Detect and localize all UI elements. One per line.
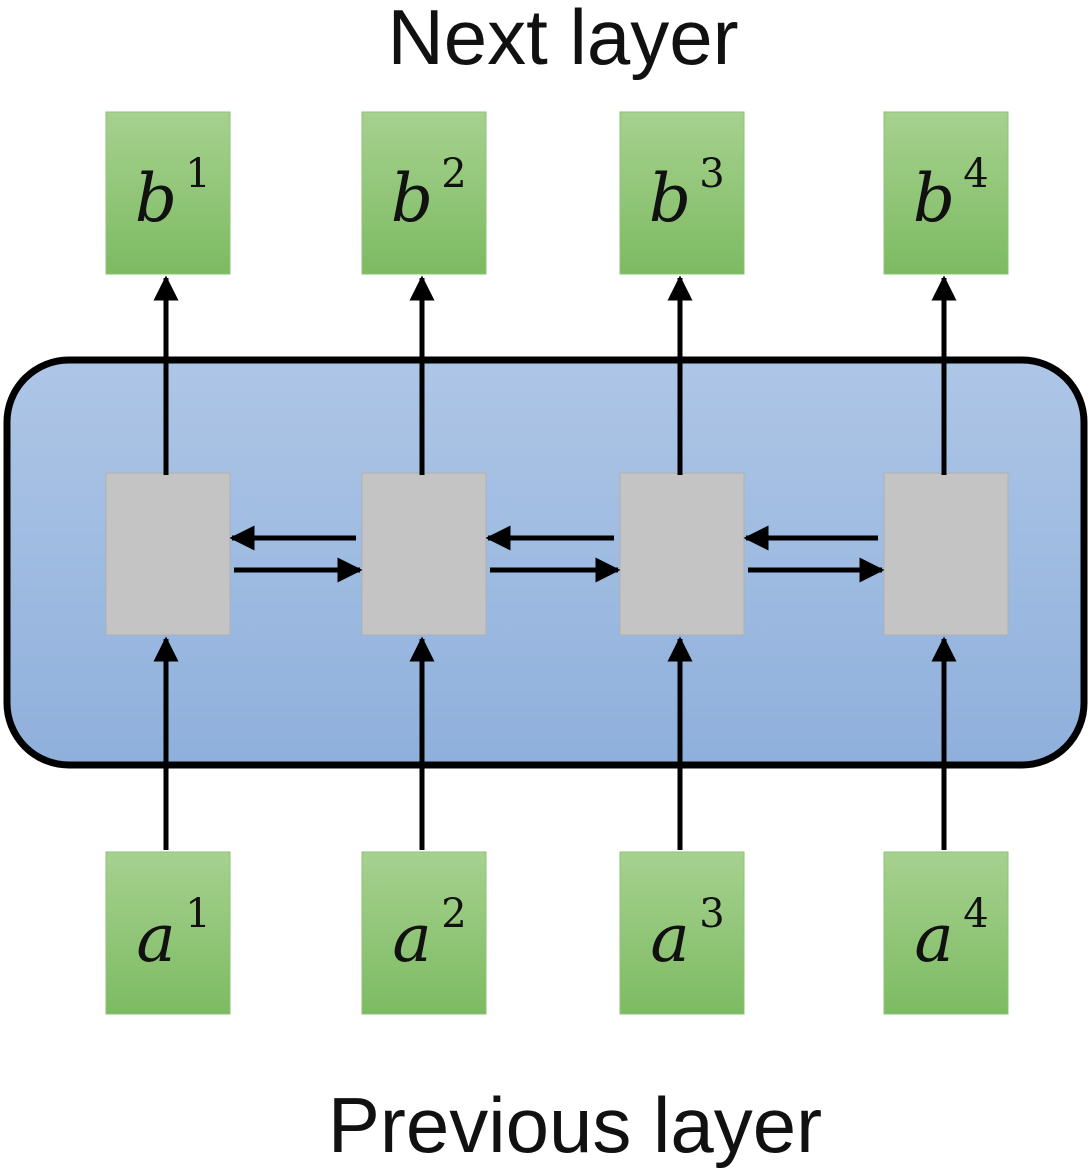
input-box-3 bbox=[619, 851, 745, 1015]
input-label-4: a bbox=[914, 900, 953, 977]
input-superscript-2: 2 bbox=[441, 891, 466, 937]
input-label-1: a bbox=[136, 900, 175, 977]
output-box-2 bbox=[361, 111, 487, 275]
input-label-3: a bbox=[650, 900, 689, 977]
output-label-2: b bbox=[391, 160, 433, 237]
input-superscript-1: 1 bbox=[185, 891, 210, 937]
output-superscript-1: 1 bbox=[185, 151, 210, 197]
hidden-cell-4 bbox=[883, 472, 1009, 636]
arrows bbox=[153, 275, 957, 850]
next-layer-label: Next layer bbox=[387, 0, 738, 81]
output-superscript-2: 2 bbox=[441, 151, 466, 197]
input-superscript-4: 4 bbox=[963, 891, 988, 937]
output-box-1 bbox=[105, 111, 231, 275]
layer-container bbox=[3, 356, 1088, 769]
output-label-4: b bbox=[913, 160, 955, 237]
output-label-3: b bbox=[649, 160, 691, 237]
output-superscript-4: 4 bbox=[963, 151, 988, 197]
hidden-cell-3 bbox=[619, 472, 745, 636]
input-box-1 bbox=[105, 851, 231, 1015]
output-label-1: b bbox=[135, 160, 177, 237]
input-label-2: a bbox=[392, 900, 431, 977]
input-superscript-3: 3 bbox=[699, 891, 724, 937]
input-box-2 bbox=[361, 851, 487, 1015]
hidden-cell-1 bbox=[105, 472, 231, 636]
hidden-cell-2 bbox=[361, 472, 487, 636]
output-box-3 bbox=[619, 111, 745, 275]
input-box-4 bbox=[883, 851, 1009, 1015]
output-superscript-3: 3 bbox=[699, 151, 724, 197]
previous-layer-label: Previous layer bbox=[328, 1081, 822, 1169]
output-box-4 bbox=[883, 111, 1009, 275]
hidden-cells bbox=[105, 472, 1009, 636]
